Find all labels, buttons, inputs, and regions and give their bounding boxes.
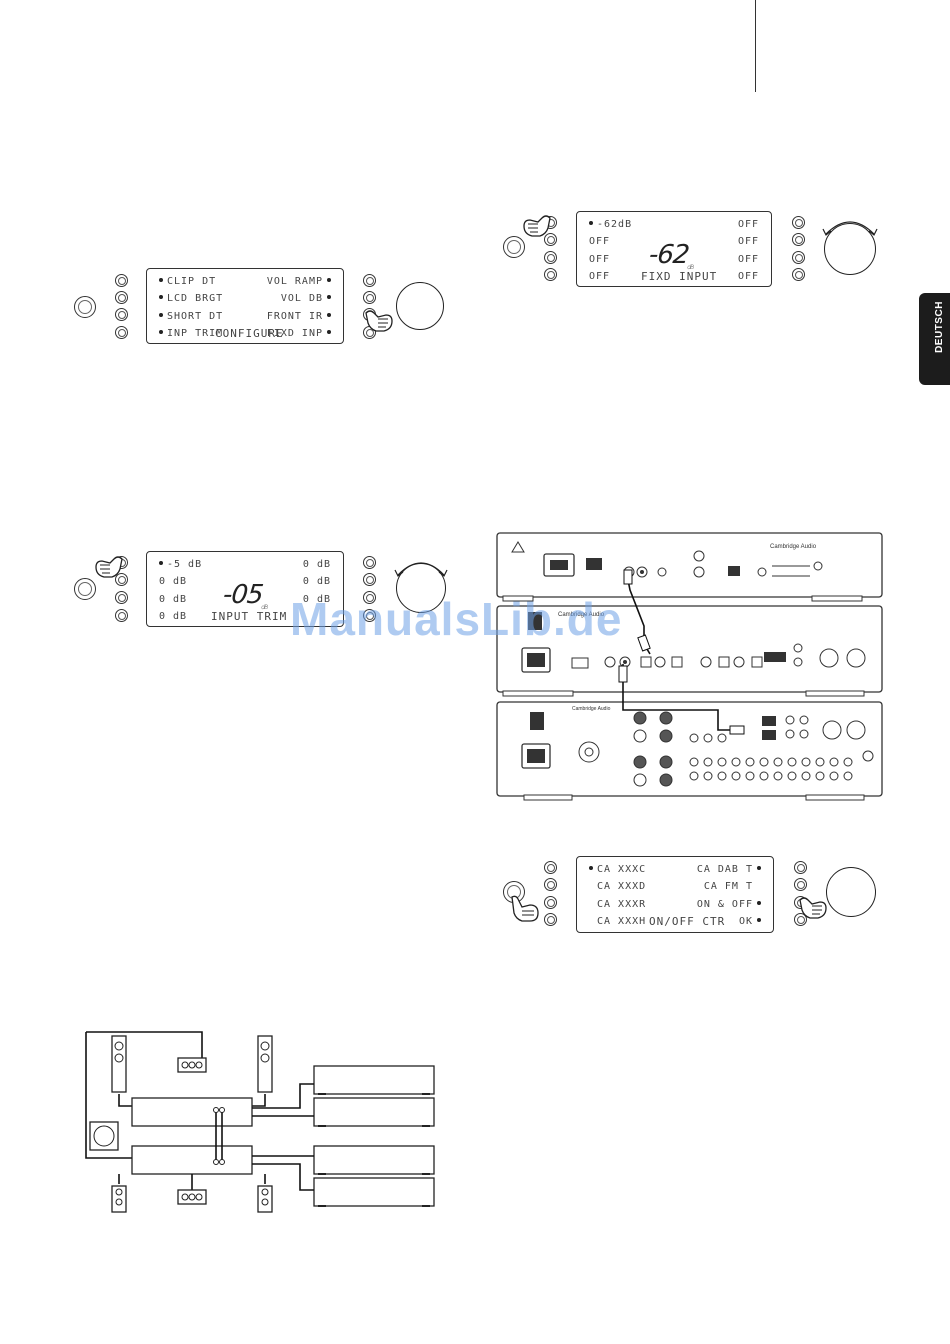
left-soft-button-2[interactable] <box>115 291 128 304</box>
lcd-display-configure: CLIP DT VOL RAMP LCD BRGT VOL DB SHORT DT F… <box>146 268 344 344</box>
lcd-display-input-trim: -5 dB 0 dB 0 dB 0 dB 0 dB 0 dB 0 dB -05dB I… <box>146 551 344 627</box>
language-tab-label: DEUTSCH <box>934 301 945 353</box>
right-soft-button-1[interactable] <box>794 861 807 874</box>
brand-logo-3: Cambridge Audio <box>572 706 611 712</box>
left-soft-button-4[interactable] <box>115 609 128 622</box>
lcd-item: SHORT DT <box>167 311 224 322</box>
right-soft-button-1[interactable] <box>363 274 376 287</box>
finger-pointer-icon <box>365 310 393 332</box>
lcd-item: OFF <box>589 254 611 265</box>
left-soft-button-3[interactable] <box>544 896 557 909</box>
lcd-item: OFF <box>737 254 759 265</box>
lcd-item: VOL DB <box>280 293 323 304</box>
rotate-arrow-icon <box>394 562 448 577</box>
volume-knob[interactable] <box>824 223 876 275</box>
finger-pointer-icon <box>511 895 539 922</box>
finger-pointer-icon <box>523 215 551 237</box>
lcd-item: CA XXXR <box>597 899 647 910</box>
left-soft-button-2[interactable] <box>115 573 128 586</box>
right-soft-button-4[interactable] <box>794 913 807 926</box>
lcd-display-fixed-input: -62dB OFF OFF OFF OFF OFF OFF OFF -62dB FIXD… <box>576 211 772 287</box>
lcd-item: ON & OFF <box>696 899 753 910</box>
brand-logo-1: Cambridge Audio <box>770 544 817 550</box>
lcd-title: INPUT TRIM <box>211 610 288 623</box>
lcd-item: CA DAB T <box>696 864 753 875</box>
left-soft-button-4[interactable] <box>544 913 557 926</box>
system-wiring-illustration <box>85 1031 435 1213</box>
lcd-title: CONFIGURE <box>215 327 284 340</box>
lcd-item: CA XXXC <box>597 864 647 875</box>
lcd-item: -5 dB <box>167 559 203 570</box>
lcd-item: FIXD INP <box>266 328 323 339</box>
right-soft-button-2[interactable] <box>363 573 376 586</box>
lcd-item: OK <box>738 916 753 927</box>
language-tab: DEUTSCH <box>919 293 950 385</box>
left-soft-button-3[interactable] <box>115 591 128 604</box>
left-soft-button-2[interactable] <box>544 233 557 246</box>
left-soft-button-3[interactable] <box>544 251 557 264</box>
right-soft-button-3[interactable] <box>792 251 805 264</box>
lcd-big-value: -62dB <box>647 240 694 272</box>
lcd-item: CA XXXD <box>597 881 647 892</box>
right-soft-button-4[interactable] <box>363 609 376 622</box>
right-soft-button-1[interactable] <box>363 556 376 569</box>
volume-knob[interactable] <box>396 282 444 330</box>
lcd-item: INP TRIM <box>167 328 224 339</box>
lcd-item: CA FM T <box>703 881 753 892</box>
left-soft-button-1[interactable] <box>544 861 557 874</box>
lcd-item: 0 dB <box>159 576 188 587</box>
rotate-arrow-icon <box>822 221 878 236</box>
watermark: ManualsLib.de <box>290 593 623 645</box>
lcd-item: -62dB <box>597 219 633 230</box>
standby-button[interactable] <box>74 578 96 600</box>
left-soft-button-4[interactable] <box>115 326 128 339</box>
lcd-item: OFF <box>737 236 759 247</box>
left-soft-button-3[interactable] <box>115 308 128 321</box>
lcd-item: FRONT IR <box>266 311 323 322</box>
left-soft-button-4[interactable] <box>544 268 557 281</box>
lcd-item: OFF <box>737 271 759 282</box>
left-soft-button-1[interactable] <box>115 274 128 287</box>
page-margin-line <box>755 0 756 92</box>
standby-button[interactable] <box>74 296 96 318</box>
brand-logo-2: Cambridge Audio <box>558 612 605 618</box>
lcd-item: OFF <box>737 219 759 230</box>
finger-pointer-icon <box>95 556 123 578</box>
right-soft-button-2[interactable] <box>363 291 376 304</box>
right-soft-button-2[interactable] <box>794 878 807 891</box>
lcd-item: 0 dB <box>302 559 331 570</box>
rear-panels-illustration: Cambridge Audio Cambridge Audio <box>496 532 883 801</box>
lcd-title: ON/OFF CTR <box>649 915 726 928</box>
lcd-big-value: -05dB <box>221 580 268 612</box>
finger-pointer-icon <box>799 897 827 919</box>
lcd-item: CA XXXH <box>597 916 647 927</box>
right-soft-button-1[interactable] <box>792 216 805 229</box>
lcd-item: 0 dB <box>302 594 331 605</box>
lcd-item: 0 dB <box>159 594 188 605</box>
lcd-item: 0 dB <box>302 576 331 587</box>
lcd-item: LCD BRGT <box>167 293 224 304</box>
lcd-title: FIXD INPUT <box>641 270 718 283</box>
right-soft-button-2[interactable] <box>792 233 805 246</box>
lcd-item: CLIP DT <box>167 276 217 287</box>
lcd-item: 0 dB <box>159 611 188 622</box>
left-soft-button-2[interactable] <box>544 878 557 891</box>
right-soft-button-4[interactable] <box>792 268 805 281</box>
standby-button[interactable] <box>503 236 525 258</box>
lcd-item: OFF <box>589 271 611 282</box>
lcd-item: VOL RAMP <box>266 276 323 287</box>
volume-knob[interactable] <box>826 867 876 917</box>
lcd-item: OFF <box>589 236 611 247</box>
right-soft-button-3[interactable] <box>363 591 376 604</box>
